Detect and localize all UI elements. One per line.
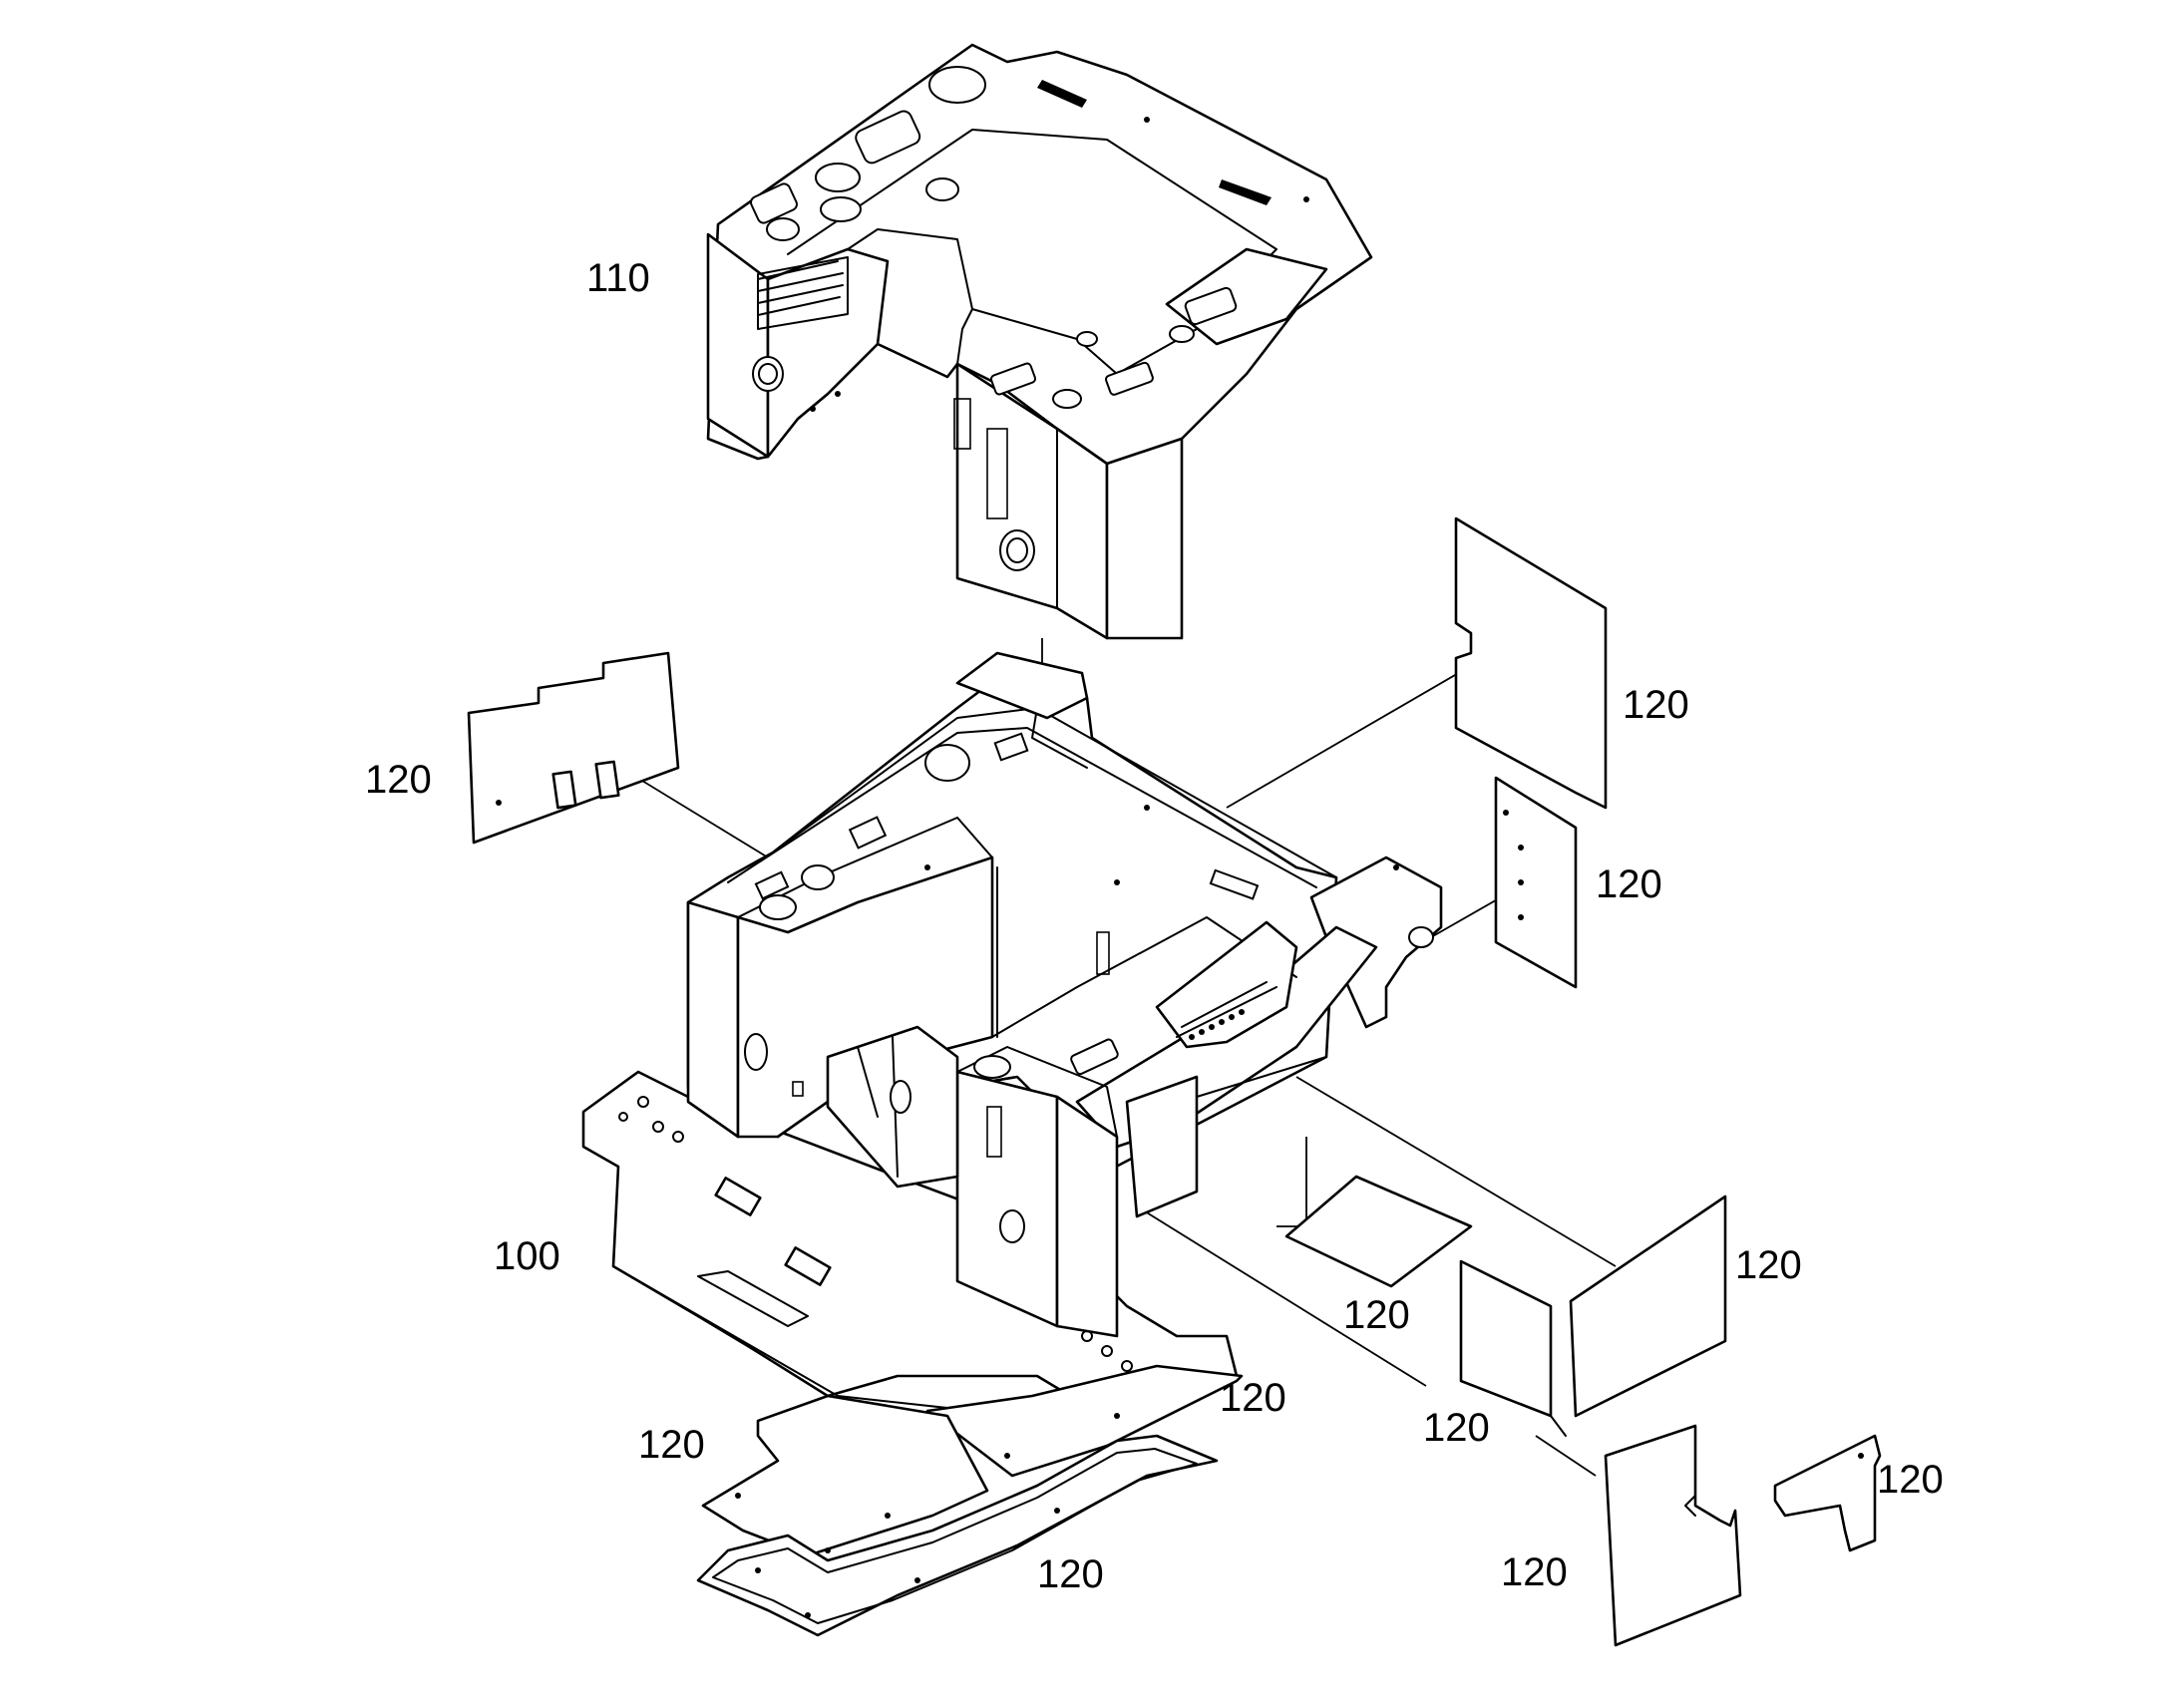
- panel-120-right-lower: [1569, 1195, 1727, 1418]
- callout-100: 100: [494, 1234, 560, 1278]
- callout-120-left: 120: [365, 758, 432, 802]
- panel-120-bottom-mat: [696, 1434, 1219, 1637]
- callout-120-bottom-center: 120: [1423, 1406, 1490, 1450]
- callout-120-floor-center: 120: [1343, 1293, 1410, 1337]
- panel-120-small-bracket: [1773, 1434, 1882, 1552]
- slot-row: [1189, 1009, 1245, 1040]
- panel-120-right-top: [1454, 516, 1608, 810]
- callout-120-right-mid: 120: [1596, 862, 1662, 906]
- callout-labels: 110 100 120 120 120 120 120 120 120 120 …: [365, 256, 1944, 1596]
- callout-120-bottom-right: 120: [1501, 1550, 1568, 1594]
- panel-120-lower-left: [701, 1394, 989, 1557]
- panel-120-bottom-right: [1604, 1424, 1742, 1647]
- callout-120-right-top: 120: [1623, 683, 1689, 727]
- panel-120-bottom-center: [1459, 1259, 1567, 1437]
- part-100-base-frame: [581, 651, 1443, 1427]
- callout-120-lower-left: 120: [638, 1423, 705, 1467]
- panel-120-floor-center: [1284, 1175, 1473, 1288]
- callout-120-small-bracket: 120: [1877, 1458, 1944, 1502]
- panel-120-under-plate: [925, 1364, 1244, 1478]
- panel-120-right-mid: [1494, 776, 1578, 989]
- callout-110: 110: [586, 256, 650, 300]
- callout-120-right-lower: 120: [1735, 1243, 1802, 1287]
- panel-120-left: [467, 651, 680, 845]
- callout-120-under-plate: 120: [1220, 1376, 1286, 1420]
- callout-120-bottom-mat: 120: [1037, 1552, 1104, 1596]
- part-110-upper-console: [706, 43, 1373, 640]
